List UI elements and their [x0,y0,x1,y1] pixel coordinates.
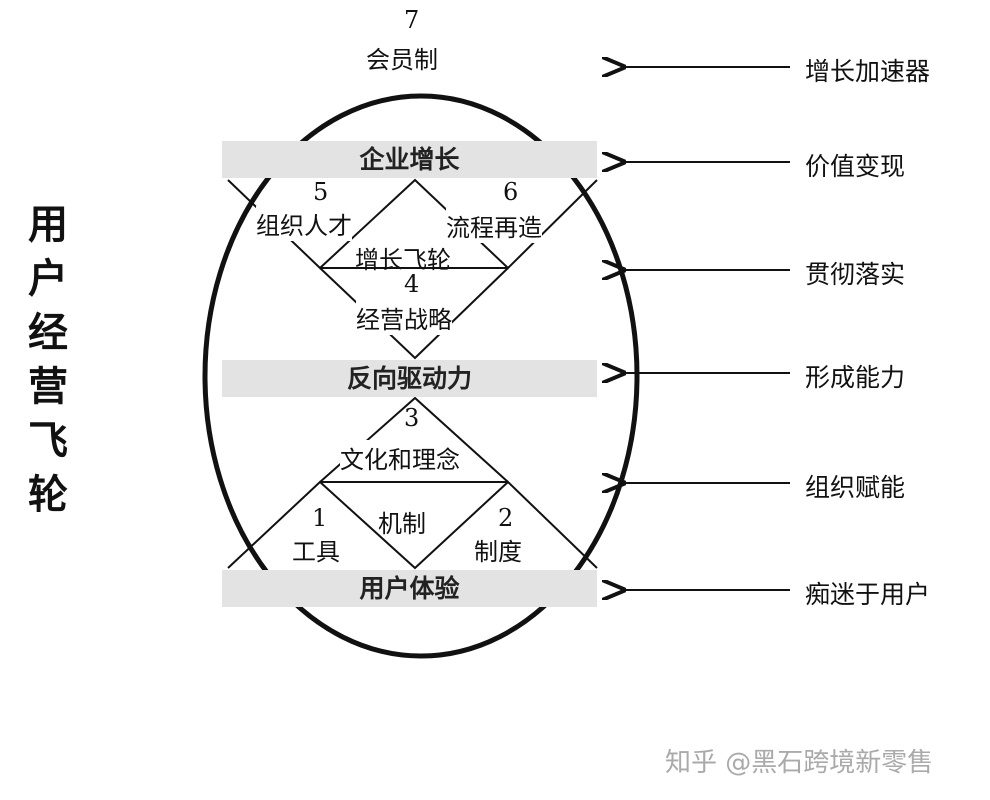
outer-circle [202,93,640,659]
bar-user-experience: 用户体验 [222,570,597,607]
bar-enterprise-growth: 企业增长 [222,141,597,178]
right-label: 贯彻落实 [805,260,906,289]
strategy-diamond [319,267,509,360]
node-label: 机制 [378,510,426,538]
node-label: 文化和理念 [340,440,460,475]
lower-zigzag [227,480,598,570]
node-number: 7 [404,6,420,34]
node-label: 流程再造 [446,208,542,243]
right-label: 痴迷于用户 [805,580,931,609]
node-number: 2 [498,504,514,532]
node-label: 会员制 [366,46,438,74]
node-label: 组织人才 [256,206,352,241]
node-number: 1 [312,504,328,532]
node-label: 经营战略 [356,300,452,335]
node-label: 工具 [292,538,340,566]
right-label: 价值变现 [805,152,906,181]
node-label: 制度 [474,538,522,566]
node-number: 5 [313,178,329,206]
node-number: 6 [503,178,519,206]
bar-reverse-drive: 反向驱动力 [222,360,597,397]
node-label: 增长飞轮 [355,246,451,274]
right-label: 增长加速器 [805,57,931,86]
watermark: 知乎 @黑石跨境新零售 [665,748,934,778]
vertical-title: 用户经营飞轮 [28,202,68,518]
right-label: 组织赋能 [805,473,906,502]
node-number: 3 [404,404,420,432]
right-label: 形成能力 [805,363,906,392]
node-number: 4 [404,270,420,298]
